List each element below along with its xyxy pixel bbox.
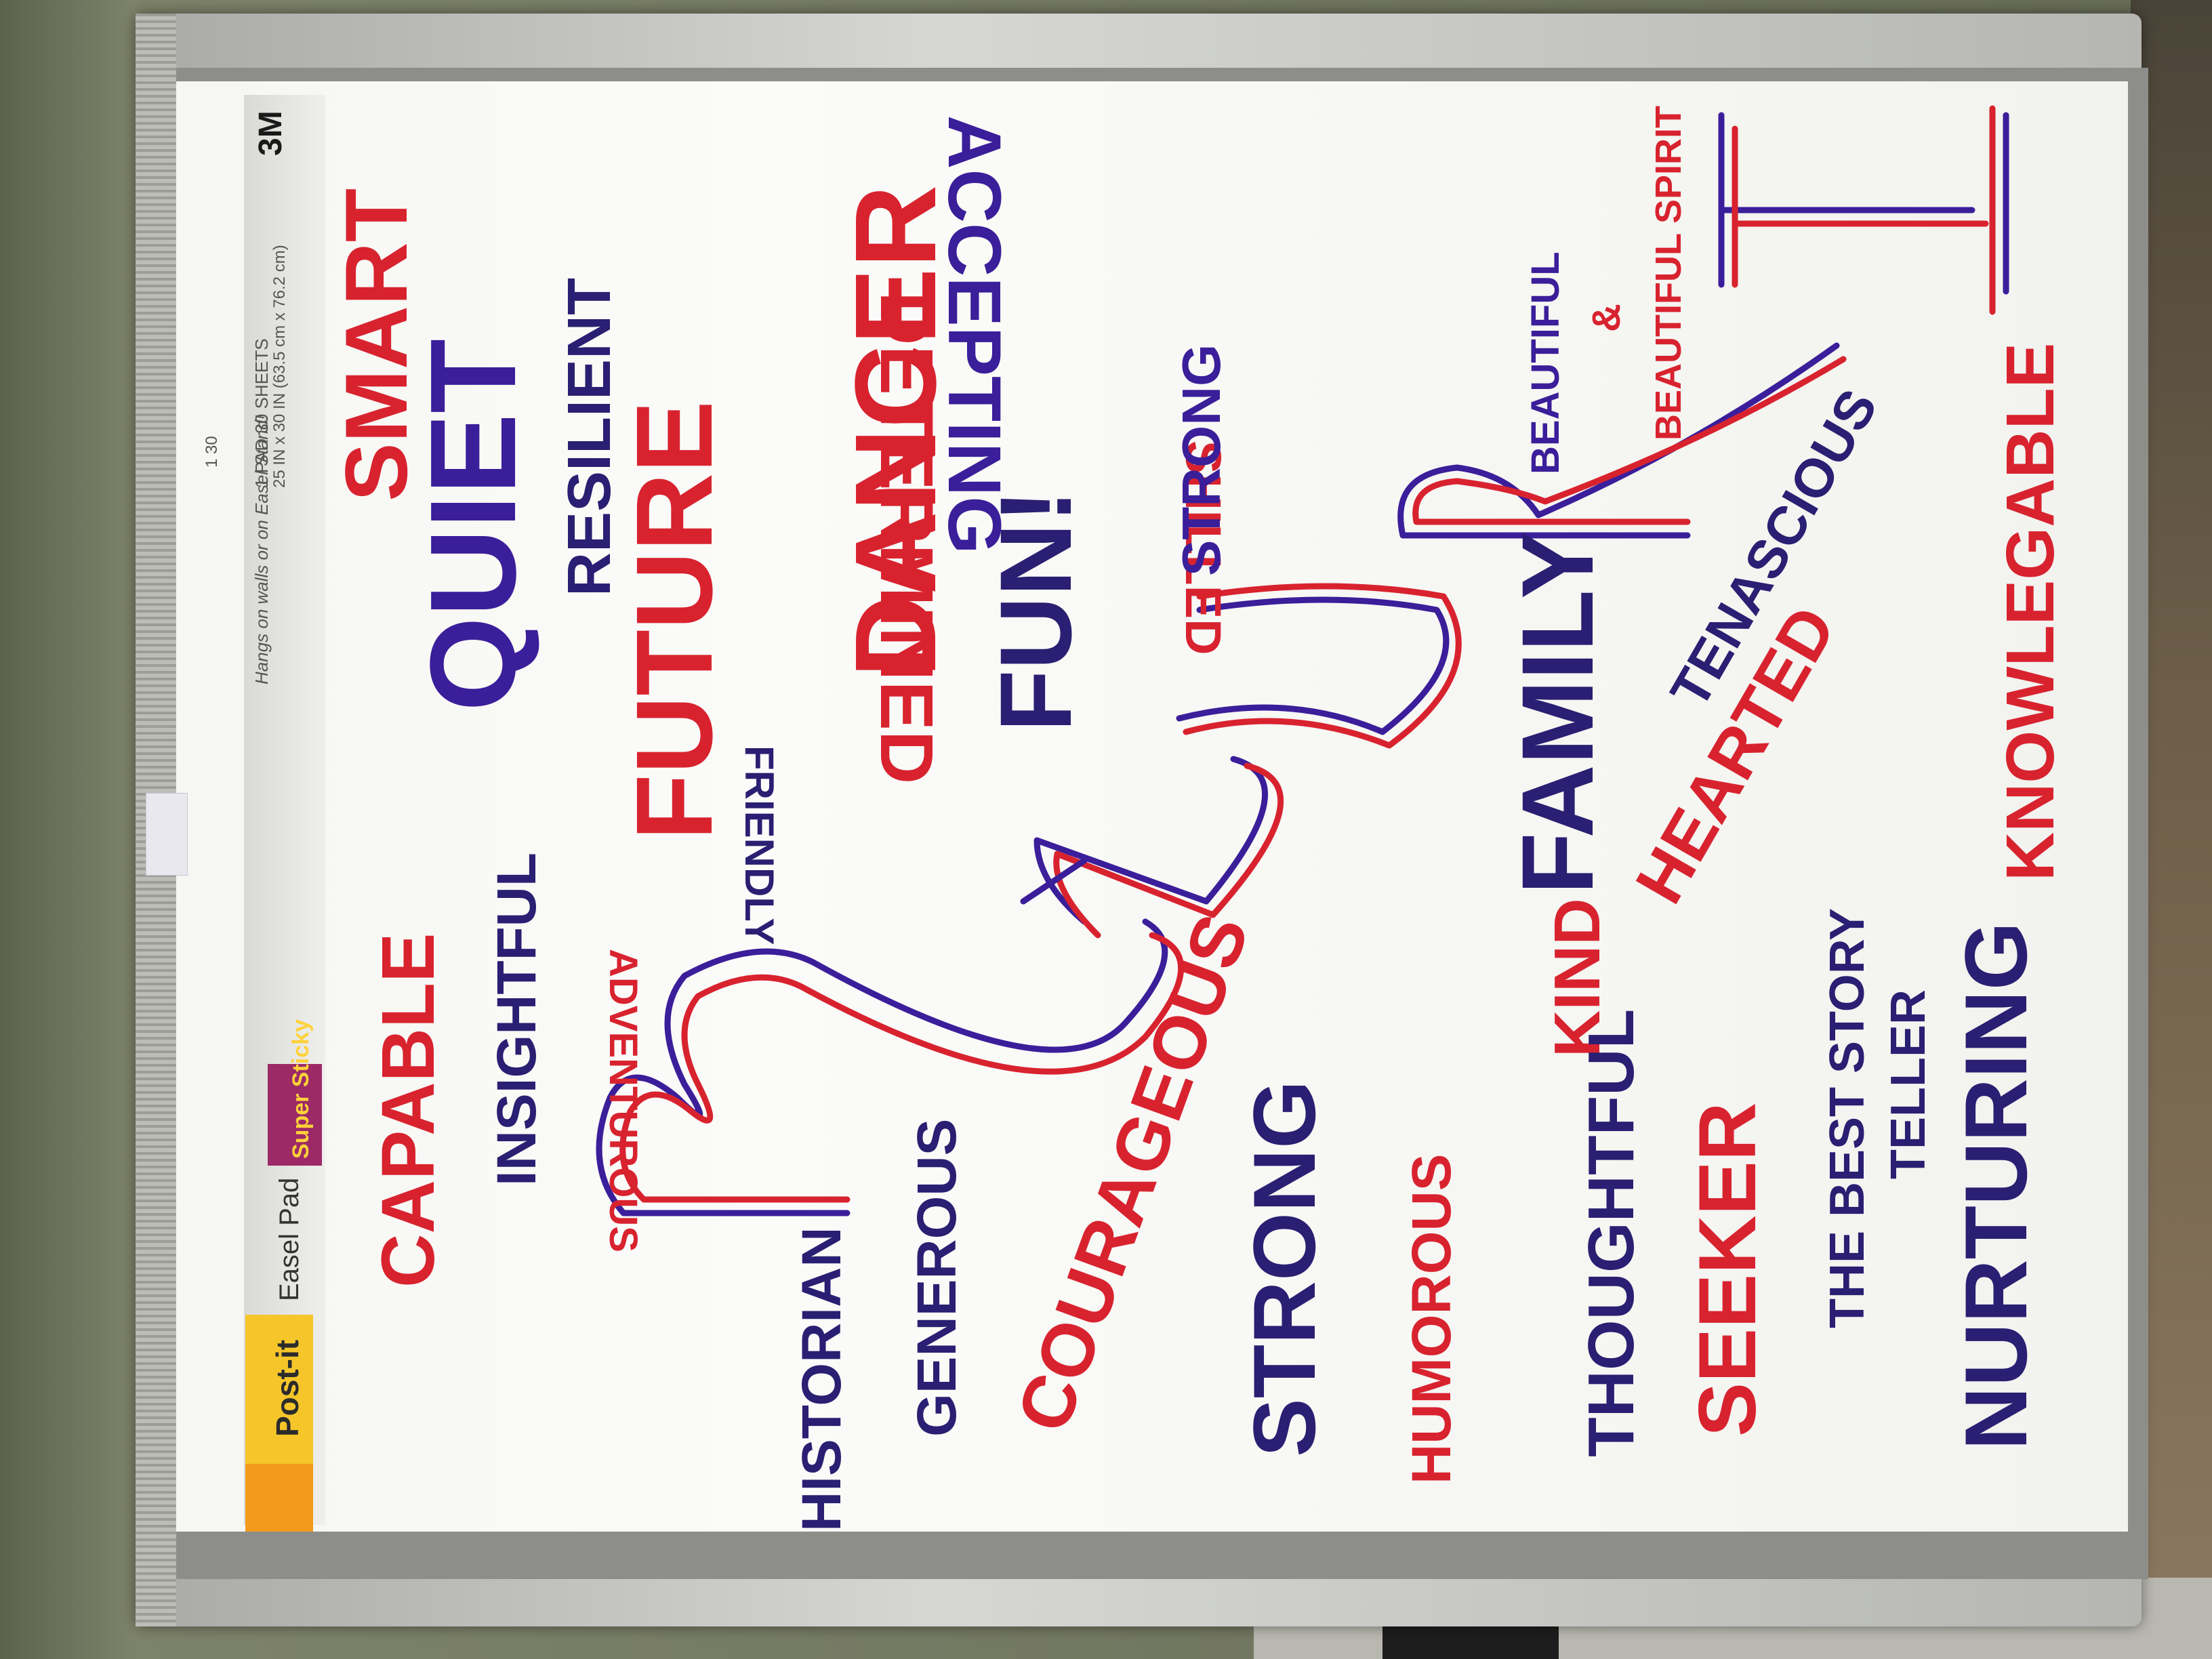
word-ampersand: & (1584, 304, 1629, 332)
word-adventurous: ADVENTUROUS (601, 949, 645, 1252)
label-orange-block (245, 1464, 313, 1532)
letter-m-blue (596, 918, 1168, 1216)
badge-label: Super Sticky (288, 1019, 314, 1159)
word-friendly: FRIENDLY (737, 745, 782, 945)
letter-i-blue (1718, 112, 2009, 295)
word-courageous: COURAGEOUS (1001, 904, 1265, 1442)
tagline-label: Hangs on walls or on Easel Stand! (251, 415, 272, 684)
word-capable: CAPABLE (367, 933, 450, 1288)
letter-u-red (1183, 583, 1462, 749)
word-beautiful: BEAUTIFUL (1523, 251, 1568, 474)
word-resilient: RESILIENT (556, 278, 623, 596)
dimensions-label: 25 IN x 30 IN (63.5 cm x 76.2 cm) (270, 245, 289, 488)
size-label: 1 PAD 30 SHEETS (251, 338, 272, 488)
letter-r-red (1412, 356, 1847, 525)
word-family: FAMILY (1500, 531, 1614, 895)
letter-u-blue (1176, 596, 1450, 735)
letter-a-crossbar (1020, 857, 1088, 905)
word-nurturing: NURTURING (1946, 922, 2045, 1450)
word-teller: TELLER (1881, 989, 1936, 1179)
word-humorous: HUMOROUS (1401, 1154, 1462, 1484)
word-historian: HISTORIAN (791, 1227, 853, 1532)
letter-m-red (619, 932, 1185, 1203)
word-quiet: QUIET (405, 339, 541, 712)
word-shilled: SHILLED (1175, 441, 1231, 655)
word-accepting: ACCEPTING (933, 115, 1016, 554)
word-future: FUTURE (613, 401, 735, 840)
word-beautiful-spirit: BEAUTIFUL SPIRIT (1648, 106, 1689, 441)
word-seeker: SEEKER (1682, 1103, 1773, 1437)
letter-r-blue (1397, 342, 1840, 539)
sheet-fold (244, 95, 325, 1525)
word-determined: DETERMINED (865, 291, 948, 784)
word-best-story: THE BEST STORY (1820, 908, 1875, 1328)
word-strong-top: STRONG (1171, 344, 1231, 576)
word-kind: KIND (1541, 898, 1614, 1057)
pad-label: Post-it Easel Pad Super Sticky 3M Hangs … (203, 110, 322, 1532)
word-knowledgable: KNOWLEGABLE (1992, 343, 2068, 881)
word-dancer: DANCER (832, 185, 960, 678)
word-generous: GENEROUS (906, 1119, 968, 1437)
word-fun: FUN! (979, 489, 1092, 732)
easel-sheet (176, 81, 2128, 1532)
word-insightful: INSIGHTFUL (486, 853, 548, 1186)
letter-i-red (1732, 105, 1996, 315)
product-label: Easel Pad (274, 1178, 304, 1301)
word-strong: STRONG (1235, 1080, 1334, 1457)
count-label: 1 30 (203, 436, 221, 468)
logo-label: 3M (253, 110, 289, 156)
tape-sticker (146, 793, 188, 876)
letter-a-red (1053, 762, 1284, 939)
super-sticky-badge (268, 1064, 322, 1166)
word-smart: SMART (327, 188, 426, 501)
brand-label: Post-it (270, 1340, 305, 1437)
word-thoughtful: THOUGHTFUL (1575, 1009, 1647, 1457)
letter-a-blue (1033, 756, 1268, 925)
